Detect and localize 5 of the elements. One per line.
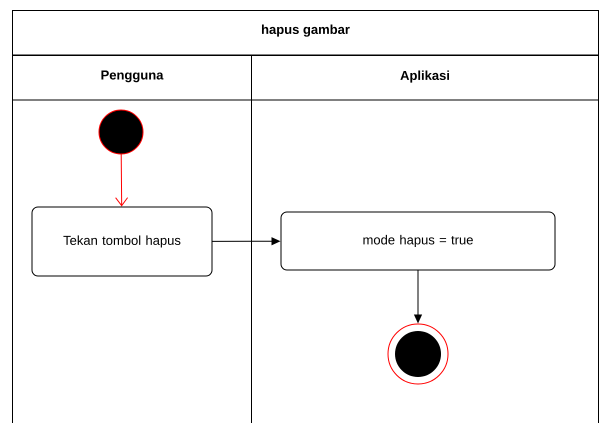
arrow: [115, 154, 128, 206]
end-node: [388, 324, 448, 384]
action-box: Tekan tombol hapus: [32, 206, 212, 276]
start-node: [98, 110, 144, 154]
action-box: mode hapus = true: [280, 212, 556, 270]
